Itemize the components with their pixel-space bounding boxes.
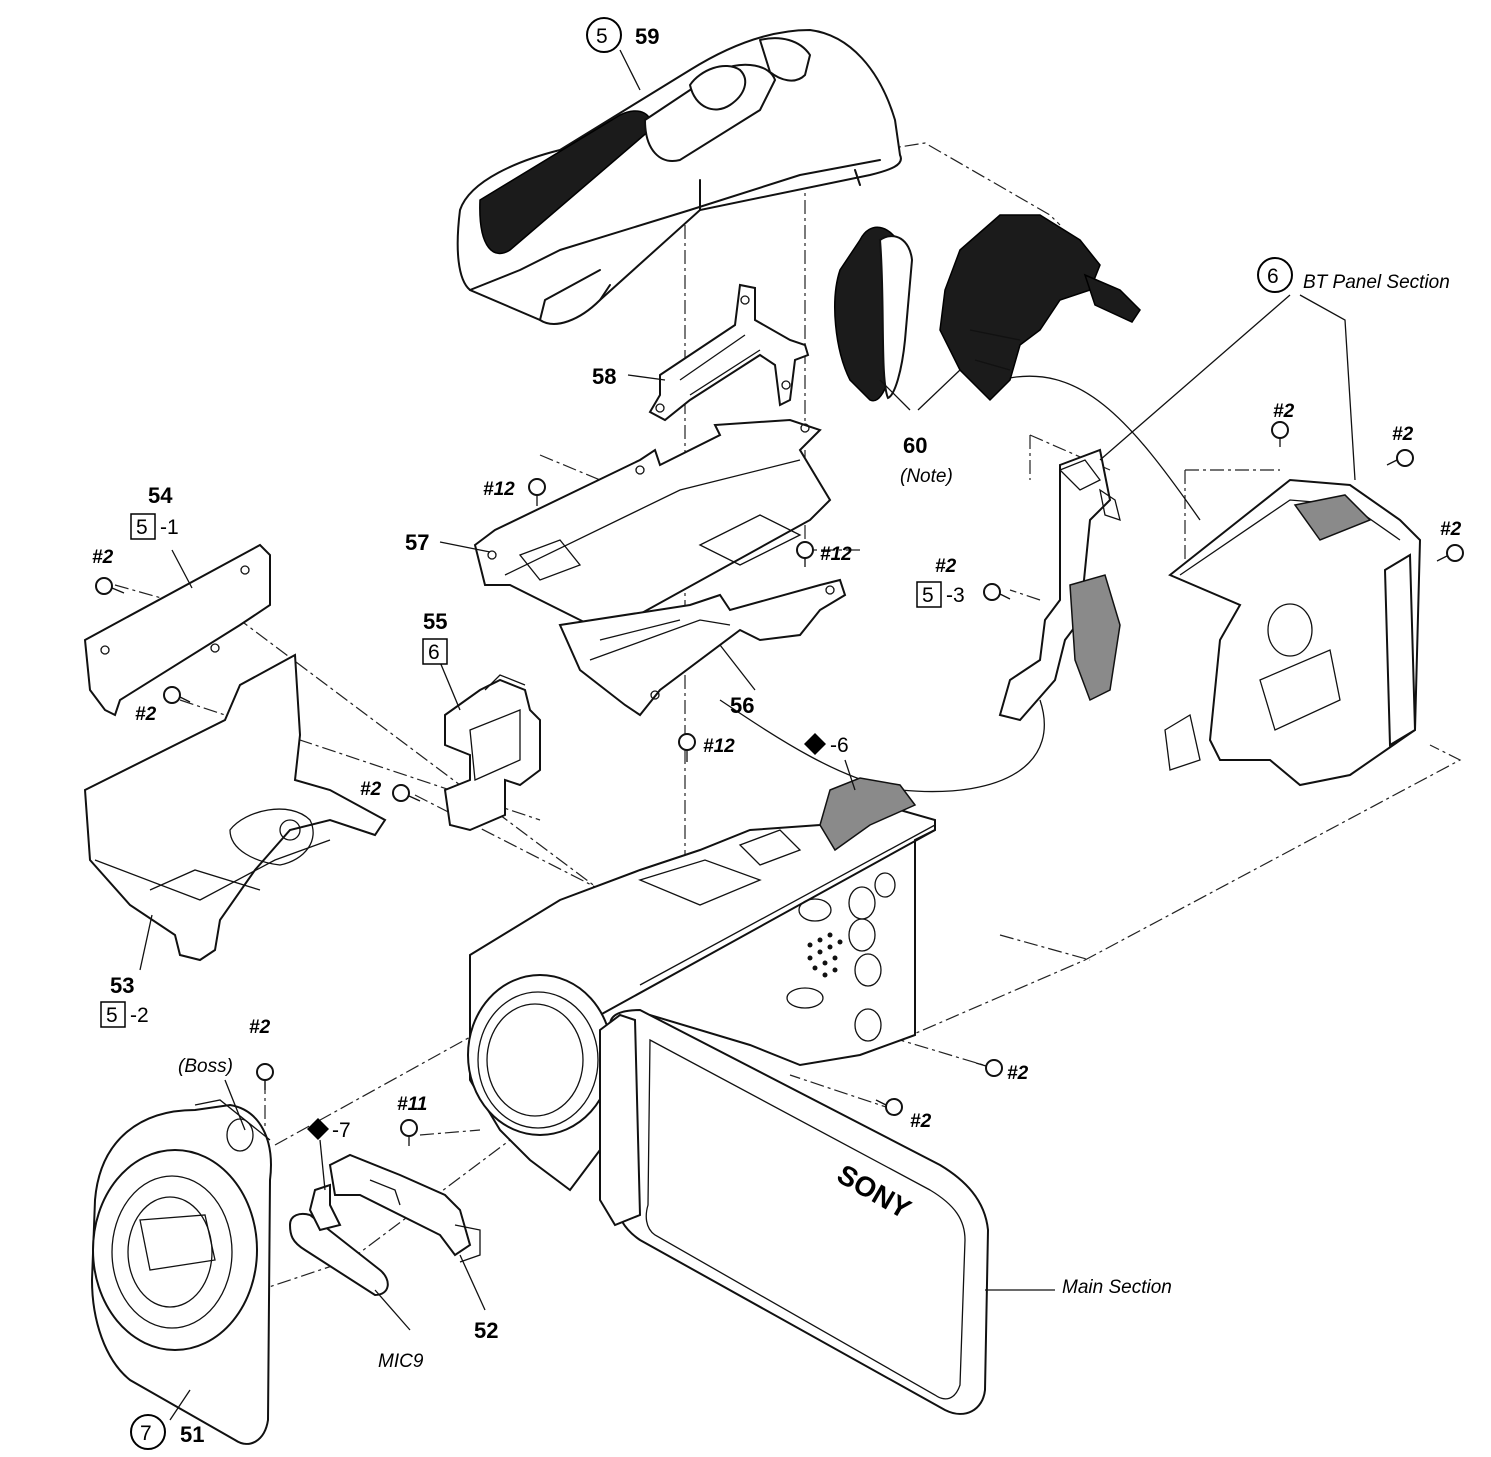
screw-icon: [528, 478, 546, 506]
label-mic9: MIC9: [378, 1351, 424, 1372]
main-camera-body: [467, 777, 936, 1192]
ref-box-5: 5: [922, 584, 934, 607]
label-screw-12: #12: [703, 736, 735, 757]
label-sub-2: -2: [130, 1004, 149, 1027]
label-51: 51: [180, 1422, 204, 1447]
label-screw-11: #11: [397, 1094, 427, 1115]
screw-icon: [95, 577, 125, 595]
screw-icon: [392, 784, 421, 802]
label-screw-2: #2: [249, 1017, 271, 1038]
ref-box-5: 5: [136, 516, 148, 539]
part-58-bracket: [648, 283, 810, 422]
label-screw-12: #12: [820, 544, 852, 565]
screw-icon: [400, 1119, 418, 1146]
label-screw-2: #2: [910, 1111, 932, 1132]
label-diamond-7: -7: [332, 1119, 351, 1142]
flex-cable-assembly: [998, 448, 1121, 722]
diamond-marker-icon: [307, 1118, 329, 1140]
screw-icon: [678, 733, 696, 762]
ref-circle-6: 6: [1267, 265, 1279, 288]
label-53: 53: [110, 973, 134, 998]
label-sub-1: -1: [160, 516, 179, 539]
screw-icon: [1436, 544, 1464, 562]
label-52: 52: [474, 1318, 498, 1343]
ref-box-6: 6: [428, 641, 440, 664]
ref-circle-7: 7: [140, 1422, 152, 1445]
label-diamond-6: -6: [830, 734, 849, 757]
leader-lines: [139, 49, 1356, 1421]
screw-icon: [983, 583, 1011, 601]
screw-icon: [1386, 449, 1414, 467]
label-screw-2: #2: [1273, 401, 1295, 422]
screw-icon: [796, 541, 814, 567]
label-screw-2: #2: [135, 704, 157, 725]
label-screw-2: #2: [1007, 1063, 1029, 1084]
label-bt-panel-section: BT Panel Section: [1303, 272, 1450, 293]
part-56-plate: [558, 578, 847, 717]
label-screw-12: #12: [483, 479, 515, 500]
part-52-bracket: [328, 1153, 481, 1263]
screw-icon: [875, 1098, 903, 1116]
label-boss: (Boss): [178, 1056, 233, 1077]
part-59-top-cover: [456, 28, 902, 325]
screws: [95, 421, 1464, 1146]
lcd-panel: SONY: [599, 1008, 990, 1415]
label-screw-2: #2: [360, 779, 382, 800]
ref-circle-5: 5: [596, 25, 608, 48]
label-60: 60: [903, 433, 927, 458]
label-note: (Note): [900, 466, 953, 487]
screw-icon: [163, 686, 191, 704]
part-labels: 5 59 58 57 56 55 6 54 5 -1 53 5 -2 52 7 …: [92, 17, 1462, 1450]
label-screw-2: #2: [1440, 519, 1462, 540]
speaker-grille: [807, 932, 843, 978]
label-screw-2: #2: [92, 547, 114, 568]
label-56: 56: [730, 693, 754, 718]
part-53-chassis-frame: [83, 653, 387, 962]
label-54: 54: [148, 483, 173, 508]
screw-icon: [256, 1063, 274, 1090]
label-57: 57: [405, 530, 429, 555]
part-54-thin-plate: [83, 543, 271, 717]
label-55: 55: [423, 609, 447, 634]
bt-panel-section: [1164, 478, 1422, 787]
mic9-part: [288, 1183, 389, 1297]
part-55-holder: [443, 674, 541, 832]
label-59: 59: [635, 24, 659, 49]
label-screw-2: #2: [1392, 424, 1414, 445]
part-57-shield-plate: [473, 418, 832, 632]
diamond-marker-icon: [804, 733, 826, 755]
label-main-section: Main Section: [1062, 1277, 1172, 1298]
screw-icon: [975, 1059, 1003, 1077]
ref-box-5: 5: [106, 1004, 118, 1027]
screw-icon: [1271, 421, 1289, 447]
label-sub-3: -3: [946, 584, 965, 607]
part-51-lens-ring: [90, 1099, 272, 1445]
label-58: 58: [592, 364, 616, 389]
label-screw-2: #2: [935, 556, 957, 577]
part-60-rubber-grips: [834, 214, 1141, 402]
